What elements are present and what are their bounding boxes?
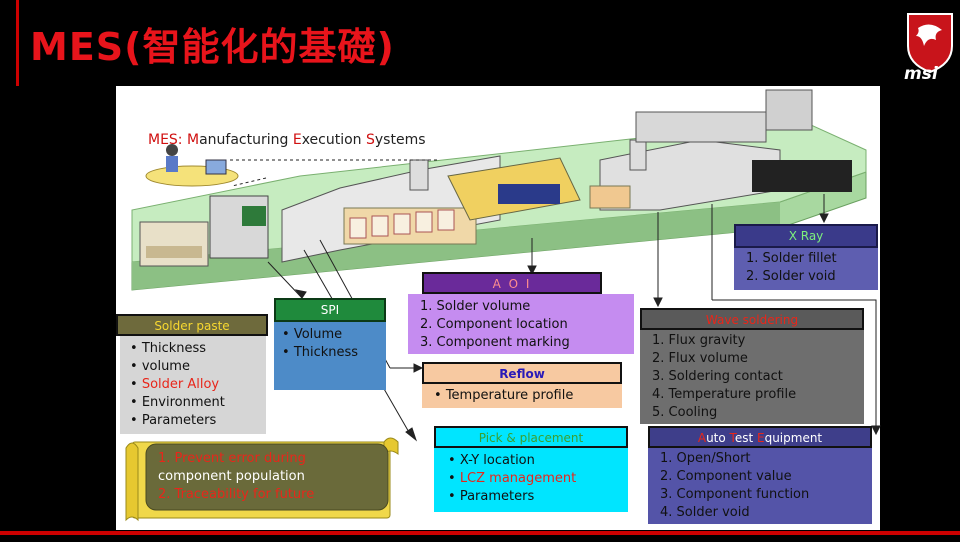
- wave-soldering-box: Wave soldering 1. Flux gravity 2. Flux v…: [640, 308, 864, 424]
- mes-caption-part: S: [366, 132, 375, 148]
- ate-header-part: A: [697, 431, 707, 445]
- mes-caption: MES: Manufacturing Execution Systems: [148, 132, 426, 148]
- aoi-header: A O I: [422, 272, 602, 294]
- loader-machine: [139, 221, 209, 267]
- ate-header-part: est: [734, 431, 757, 445]
- ate-box: Auto Test Equipment 1. Open/Short 2. Com…: [648, 426, 872, 524]
- mes-workstation: [145, 144, 239, 187]
- reflow-item: • Temperature profile: [434, 388, 574, 403]
- reflow-oven: [447, 157, 581, 221]
- ate-header-part: T: [729, 431, 735, 445]
- wave-soldering-machine: [589, 111, 781, 211]
- pick-place-box: Pick & placement • X-Y location • LCZ ma…: [434, 426, 628, 512]
- msi-logo-text: msi: [904, 64, 938, 84]
- xray-item: 2. Solder void: [746, 269, 836, 284]
- mes-caption-part: ystems: [374, 132, 426, 148]
- ate-item: 4. Solder void: [660, 505, 750, 520]
- solder-paste-item: • Thickness: [130, 341, 207, 356]
- mes-caption-part: xecution: [301, 132, 366, 148]
- spi-header: SPI: [274, 298, 386, 322]
- mes-caption-part: anufacturing: [199, 132, 293, 148]
- placement-machine: [281, 155, 501, 263]
- spi-item: • Volume: [282, 327, 343, 342]
- pick-place-header: Pick & placement: [434, 426, 628, 448]
- footer-line: [0, 531, 960, 535]
- mes-caption-part: M: [186, 132, 200, 148]
- ate-header-part: uto: [706, 431, 730, 445]
- xray-header: X Ray: [734, 224, 878, 248]
- scroll-item: component population: [158, 469, 305, 484]
- msi-dragon-shield-icon: [907, 13, 953, 74]
- reflow-header: Reflow: [422, 362, 622, 384]
- wave-soldering-item: 4. Temperature profile: [652, 387, 797, 402]
- spi-box: SPI • Volume • Thickness: [274, 298, 386, 390]
- xray-item: 1. Solder fillet: [746, 251, 837, 266]
- pick-place-item: • X-Y location: [448, 453, 535, 468]
- title-bar: MES(智能化的基礎) msi: [0, 0, 960, 86]
- wave-soldering-item: 3. Soldering contact: [652, 369, 783, 384]
- solder-paste-box: Solder paste • Thickness • volume • Sold…: [116, 312, 268, 434]
- pick-place-item: • Parameters: [448, 489, 535, 504]
- scroll-item: 2. Traceability for future: [158, 487, 315, 502]
- ate-header-part: E: [756, 431, 765, 445]
- ate-header: Auto Test Equipment: [648, 426, 872, 448]
- wave-soldering-item: 2. Flux volume: [652, 351, 748, 366]
- solder-paste-header: Solder paste: [116, 314, 268, 336]
- wave-soldering-item: 5. Cooling: [652, 405, 718, 420]
- wave-soldering-item: 1. Flux gravity: [652, 333, 746, 348]
- xray-box: X Ray 1. Solder fillet 2. Solder void: [734, 224, 878, 290]
- wave-soldering-header: Wave soldering: [640, 308, 864, 330]
- ate-item: 1. Open/Short: [660, 451, 751, 466]
- ate-item: 3. Component function: [660, 487, 810, 502]
- aoi-item: 3. Component marking: [420, 335, 570, 350]
- aoi-box: A O I 1. Solder volume 2. Component loca…: [408, 272, 634, 356]
- spi-item: • Thickness: [282, 345, 359, 360]
- solder-paste-item: • Solder Alloy: [130, 377, 220, 392]
- ate-header-part: quipment: [764, 431, 823, 445]
- aoi-item: 2. Component location: [420, 317, 568, 332]
- aoi-item: 1. Solder volume: [420, 299, 531, 314]
- page-title: MES(智能化的基礎): [30, 25, 395, 69]
- solder-paste-item: • Parameters: [130, 413, 217, 428]
- xray-machine: [752, 89, 852, 192]
- mes-caption-part: E: [292, 132, 302, 148]
- reflow-box: Reflow • Temperature profile: [422, 362, 622, 408]
- title-accent-line: [16, 0, 19, 86]
- ate-item: 2. Component value: [660, 469, 792, 484]
- solder-paste-item: • volume: [130, 359, 190, 374]
- pick-place-item: • LCZ management: [448, 471, 577, 486]
- solder-paste-item: • Environment: [130, 395, 225, 410]
- scroll-item: 1. Prevent error during: [158, 451, 306, 466]
- mes-caption-part: MES:: [148, 132, 187, 148]
- scroll-box: 1. Prevent error during component popula…: [122, 434, 400, 524]
- scroll-shape: [125, 437, 399, 522]
- printer-machine: [209, 195, 269, 259]
